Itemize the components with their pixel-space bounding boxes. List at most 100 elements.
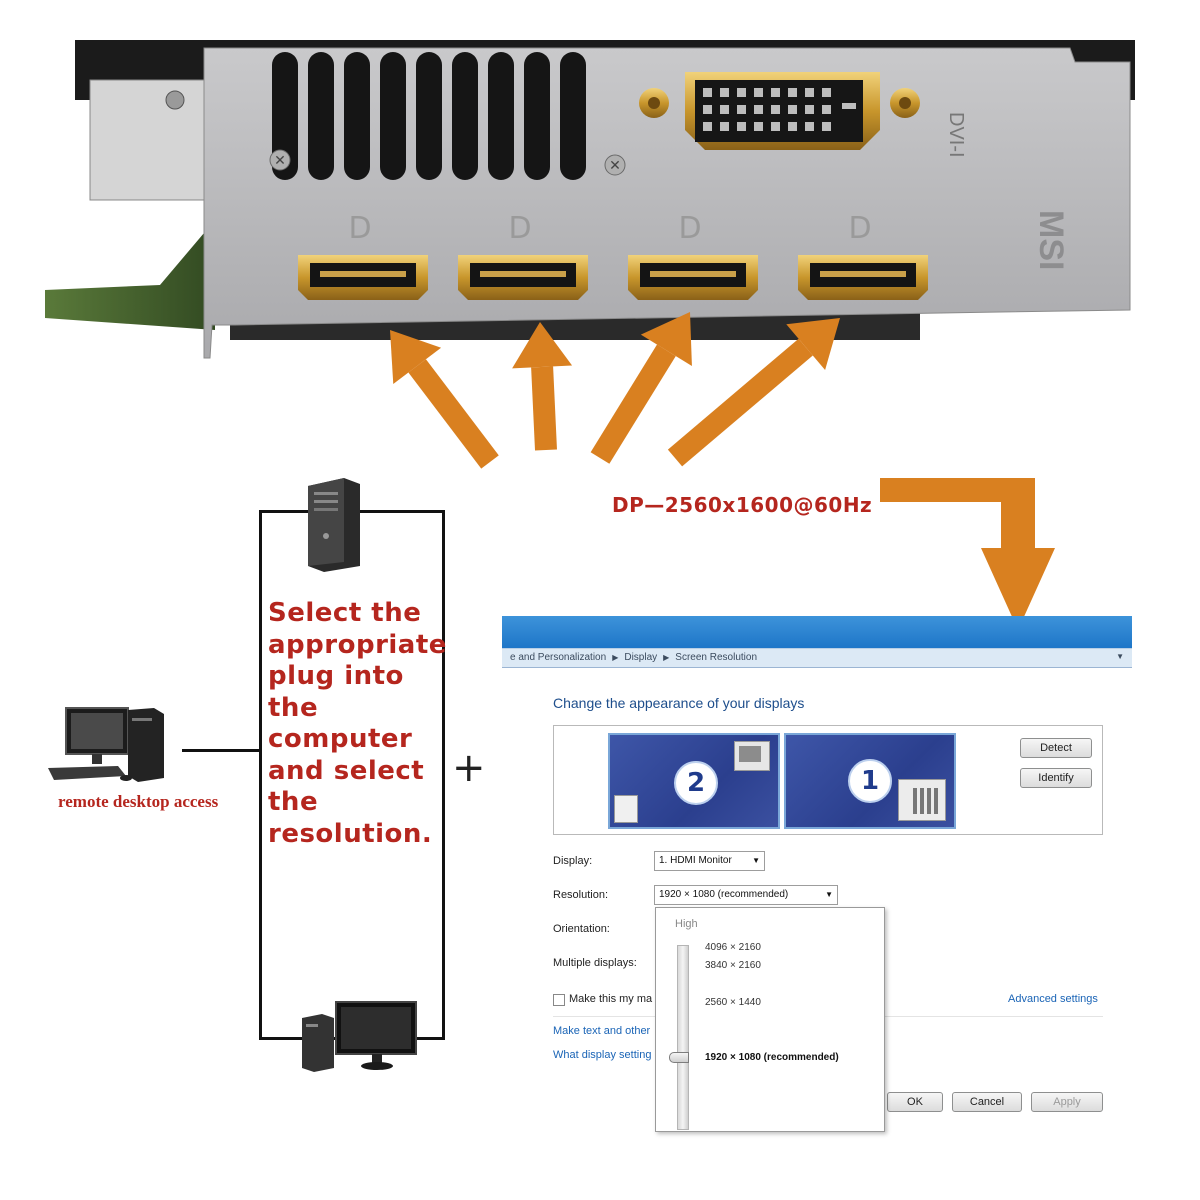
resolution-dropdown bbox=[655, 907, 885, 1132]
dvi-pin bbox=[788, 105, 797, 114]
dvi-pin bbox=[822, 88, 831, 97]
io-bracket bbox=[203, 47, 1131, 359]
vent-slot bbox=[416, 52, 442, 180]
displayport-logo-icon: D bbox=[678, 211, 701, 246]
dvi-pin bbox=[737, 122, 746, 131]
display-select[interactable]: 1. HDMI Monitor ▼ bbox=[654, 851, 765, 871]
dvi-pin bbox=[822, 122, 831, 131]
vent-slot bbox=[308, 52, 334, 180]
instruction-line: the bbox=[268, 692, 319, 723]
elbow-arrow-icon bbox=[880, 478, 1055, 630]
monitor-number: 1 bbox=[848, 759, 892, 803]
dvi-pin bbox=[737, 105, 746, 114]
remote-desktop-label: remote desktop access bbox=[58, 792, 219, 811]
resolution-option[interactable]: 4096 × 2160 bbox=[705, 942, 761, 953]
detect-button[interactable]: Detect bbox=[1020, 738, 1092, 758]
arrow-icon bbox=[590, 312, 692, 464]
vent-slot bbox=[452, 52, 478, 180]
svg-text:✕: ✕ bbox=[609, 158, 621, 174]
breadcrumb-arrow-icon: ▶ bbox=[612, 653, 619, 662]
dvi-pin bbox=[771, 105, 780, 114]
display-select-value: 1. HDMI Monitor bbox=[659, 855, 732, 866]
breadcrumb-item[interactable]: Screen Resolution bbox=[675, 652, 758, 663]
display-thumbnail-icon bbox=[614, 795, 638, 823]
dvi-pin bbox=[788, 122, 797, 131]
dvi-pin bbox=[737, 88, 746, 97]
display-settings-link[interactable]: What display setting bbox=[553, 1049, 652, 1061]
resolution-option[interactable]: 2560 × 1440 bbox=[705, 997, 761, 1008]
instruction-line: computer bbox=[268, 724, 413, 754]
bracket-screw-icon bbox=[165, 90, 185, 110]
brand-label: MSI bbox=[1032, 210, 1070, 270]
dvi-pin bbox=[720, 105, 729, 114]
resolution-slider-thumb[interactable] bbox=[669, 1052, 689, 1063]
resolution-select-value: 1920 × 1080 (recommended) bbox=[659, 889, 789, 900]
pc-and-monitor-icon bbox=[302, 1001, 417, 1072]
dvi-pin bbox=[703, 88, 712, 97]
display-label: Display: bbox=[553, 855, 593, 867]
dvi-pin bbox=[754, 88, 763, 97]
dvi-pin bbox=[822, 105, 831, 114]
vent-slot bbox=[344, 52, 370, 180]
dvi-pin bbox=[771, 122, 780, 131]
resolution-slider-track[interactable] bbox=[677, 945, 689, 1130]
text-size-link[interactable]: Make text and other bbox=[553, 1025, 651, 1037]
resolution-option-selected[interactable]: 1920 × 1080 (recommended) bbox=[705, 1052, 839, 1063]
resolution-select[interactable]: 1920 × 1080 (recommended) ▼ bbox=[654, 885, 838, 905]
dvi-pin bbox=[788, 88, 797, 97]
resolution-option[interactable]: 3840 × 2160 bbox=[705, 960, 761, 971]
apply-button[interactable]: Apply bbox=[1031, 1092, 1103, 1112]
dvi-pin bbox=[703, 105, 712, 114]
displayport-logo-icon: D bbox=[848, 211, 871, 246]
instruction-line: Select the bbox=[268, 598, 422, 628]
display-thumbnail-icon bbox=[734, 741, 770, 771]
chevron-down-icon[interactable]: ▼ bbox=[1116, 652, 1124, 661]
grid-thumbnail-icon bbox=[898, 779, 946, 821]
tower-pc-icon bbox=[308, 478, 360, 572]
bracket-screw-icon bbox=[604, 154, 626, 176]
dvi-pin bbox=[703, 122, 712, 131]
make-primary-checkbox[interactable] bbox=[553, 994, 565, 1006]
instruction-line: and select bbox=[268, 755, 425, 786]
instruction-line: resolution. bbox=[268, 818, 433, 849]
vent-slot bbox=[272, 52, 298, 180]
multiple-displays-label: Multiple displays: bbox=[553, 957, 637, 969]
displayport-logo-icon: D bbox=[348, 211, 371, 246]
displayport-logo-icon: D bbox=[508, 211, 531, 246]
connector-line bbox=[182, 749, 261, 752]
instruction-line: plug into bbox=[268, 661, 404, 691]
cancel-button[interactable]: Cancel bbox=[952, 1092, 1022, 1112]
dvi-pin bbox=[805, 88, 814, 97]
breadcrumb-item[interactable]: Display bbox=[624, 652, 658, 663]
instruction-line: the bbox=[268, 787, 319, 817]
resolution-label: Resolution: bbox=[553, 889, 609, 901]
plus-symbol: + bbox=[452, 745, 486, 791]
displayport-contacts bbox=[480, 271, 566, 277]
vent-slot bbox=[488, 52, 514, 180]
orientation-label: Orientation: bbox=[553, 923, 610, 935]
displayport-contacts bbox=[820, 271, 906, 277]
advanced-settings-link[interactable]: Advanced settings bbox=[1008, 993, 1098, 1005]
dvi-pin bbox=[805, 122, 814, 131]
monitor-1[interactable]: 1 bbox=[784, 733, 956, 829]
desktop-computer-icon bbox=[48, 707, 164, 782]
vent-slot bbox=[524, 52, 550, 180]
chevron-down-icon: ▼ bbox=[752, 856, 760, 865]
dvi-pin bbox=[771, 88, 780, 97]
side-bracket bbox=[89, 79, 221, 201]
chevron-down-icon: ▼ bbox=[825, 890, 833, 899]
dvi-pin bbox=[754, 122, 763, 131]
bracket-screw-icon bbox=[269, 149, 291, 171]
instruction-text: Select the appropriate plug into the com… bbox=[268, 598, 448, 850]
vent-slots bbox=[272, 52, 586, 180]
instruction-line: appropriate bbox=[268, 629, 447, 660]
monitor-2[interactable]: 2 bbox=[608, 733, 780, 829]
identify-button[interactable]: Identify bbox=[1020, 768, 1092, 788]
breadcrumb-item[interactable]: e and Personalization bbox=[510, 652, 607, 663]
arrow-group bbox=[390, 312, 840, 469]
dvi-pin bbox=[805, 105, 814, 114]
dvi-pin bbox=[754, 105, 763, 114]
ok-button[interactable]: OK bbox=[887, 1092, 943, 1112]
